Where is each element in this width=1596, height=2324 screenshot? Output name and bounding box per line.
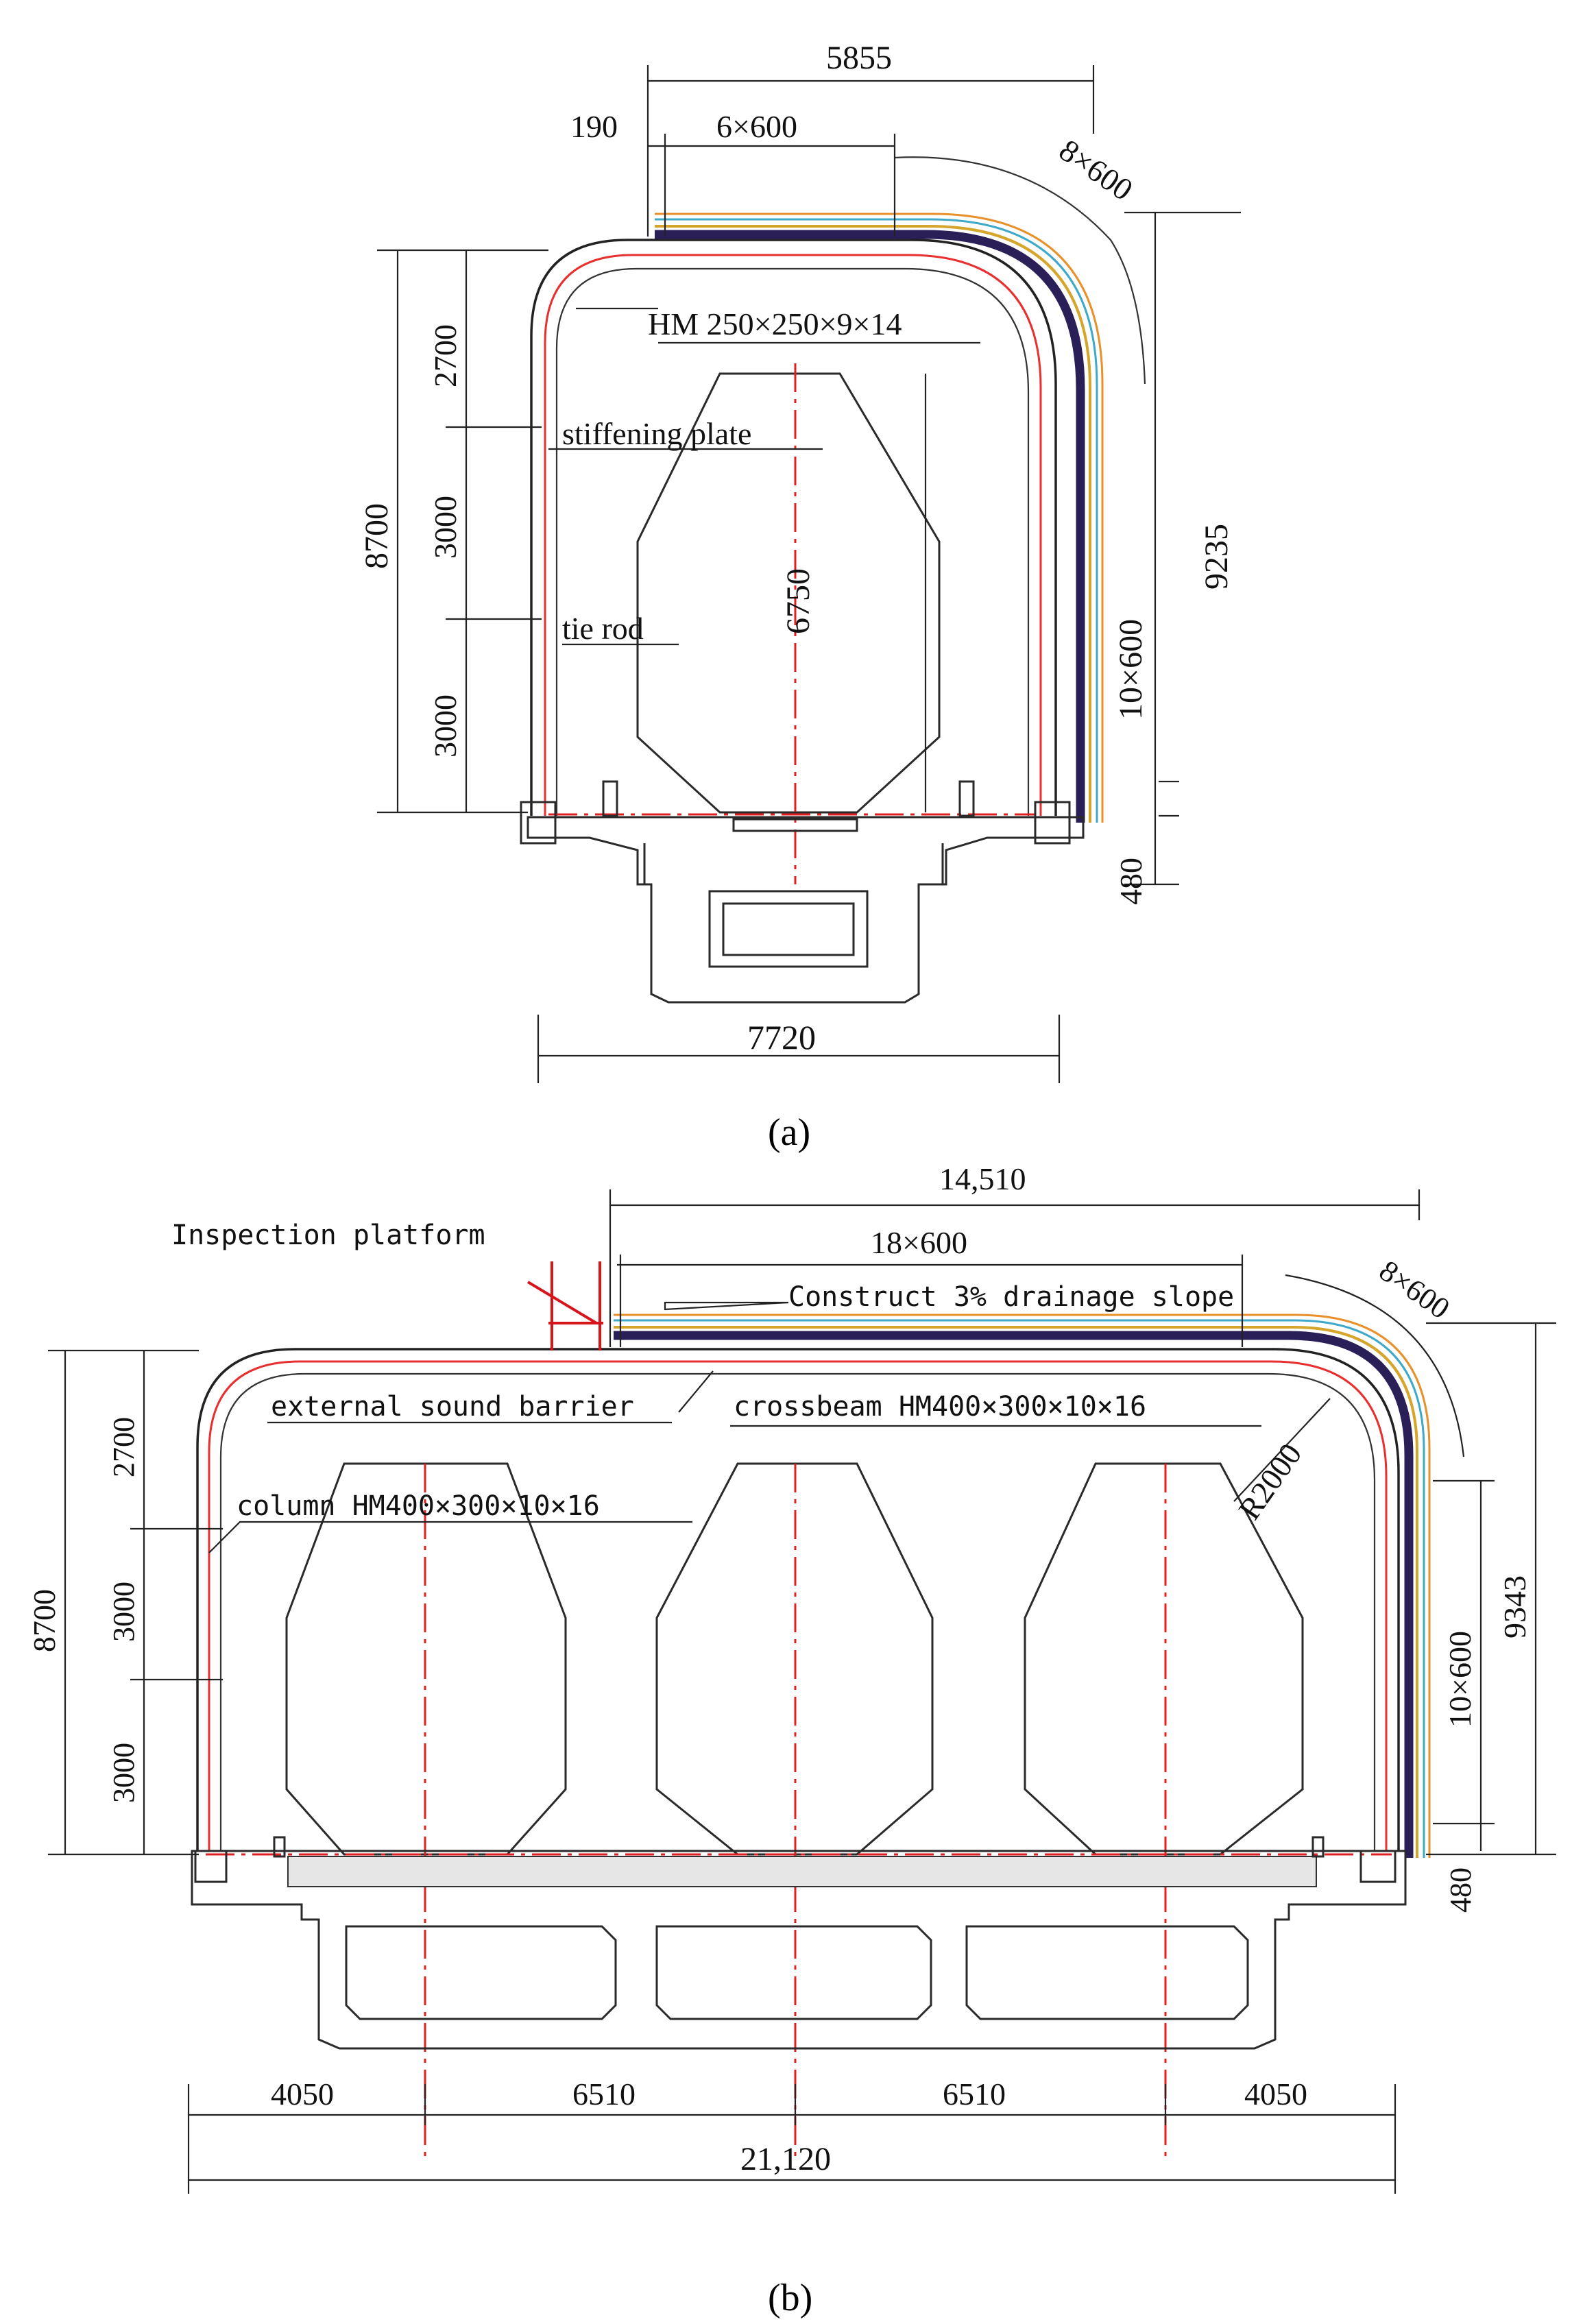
dim-base-offset-a: 480 [1113,858,1148,905]
dim-left-total-b: 8700 [27,1589,62,1652]
acoustic-panels-a [655,213,1104,823]
dim-bottom-seg-3: 6510 [943,2077,1006,2111]
dim-base-offset-b: 480 [1444,1867,1477,1913]
dim-bottom-seg-2: 6510 [572,2077,636,2111]
frame-b [196,1348,1400,1851]
dim-side-spacing-b: 10×600 [1442,1631,1477,1728]
dim-top-total-b: 14,510 [939,1161,1026,1196]
caption-a: (a) [768,1111,810,1154]
label-drainage: Construct 3% drainage slope [788,1281,1234,1313]
dim-side-spacing-a: 10×600 [1113,619,1149,720]
label-crossbeam: crossbeam HM400×300×10×16 [734,1391,1146,1423]
train-clearance-a [636,372,941,814]
labels-a: HM 250×250×9×14 stiffening plate tie rod [562,306,902,646]
label-platform: Inspection platform [171,1220,485,1251]
panel-b: 14,510 18×600 8×600 8700 2700 3000 3000 … [27,1161,1556,2319]
dim-bottom-total-b: 21,120 [740,2141,831,2177]
dim-radius-b: R2000 [1231,1437,1308,1526]
dim-curve-spacing-a: 8×600 [1053,132,1139,207]
dim-top-offset-a: 190 [570,109,618,144]
dim-bottom-seg-1: 4050 [271,2077,334,2111]
label-barrier: external sound barrier [271,1391,634,1423]
train-clearance-b-2 [655,1462,934,1856]
label-column: column HM400×300×10×16 [237,1490,600,1522]
acoustic-panels-b [614,1314,1431,1858]
dim-left-upper-b: 2700 [107,1417,141,1477]
dim-overall-height-b: 9343 [1497,1575,1532,1638]
dimensions-a [377,65,1241,1083]
dimension-text-a: 5855 190 6×600 8×600 8700 2700 3000 3000… [359,40,1235,1056]
frame-a [530,239,1057,816]
dimension-text-b: 14,510 18×600 8×600 8700 2700 3000 3000 … [27,1161,1532,2177]
dim-bottom-seg-4: 4050 [1244,2077,1307,2111]
train-clearances-b [206,1462,1392,2159]
panel-a: 5855 190 6×600 8×600 8700 2700 3000 3000… [359,40,1241,1154]
inspection-platform [527,1261,603,1351]
dim-curve-spacing-b: 8×600 [1373,1254,1456,1326]
dim-top-spacing-a: 6×600 [716,109,797,144]
dim-left-lower-a: 3000 [428,694,463,758]
dim-top-total-a: 5855 [826,40,892,76]
dimensions-b [48,1189,1556,2194]
dim-top-spacing-b: 18×600 [871,1225,967,1260]
dim-overall-height-a: 9235 [1198,524,1235,590]
label-beam-a: HM 250×250×9×14 [648,306,902,341]
label-stiffener-a: stiffening plate [562,416,751,451]
dim-left-mid-b: 3000 [107,1582,141,1642]
dim-left-total-a: 8700 [359,503,395,569]
dim-clearance-a: 6750 [780,568,817,634]
deck-a [520,780,1085,1004]
label-tie-rod-a: tie rod [562,611,644,646]
labels-b: Inspection platform Construct 3% drainag… [171,1220,1234,1522]
caption-b: (b) [768,2277,812,2319]
dim-bottom-width-a: 7720 [747,1018,816,1056]
dim-left-lower-b: 3000 [107,1743,141,1803]
dim-left-mid-a: 3000 [428,496,463,559]
dim-left-upper-a: 2700 [428,324,463,387]
deck-b [191,1836,1407,2050]
